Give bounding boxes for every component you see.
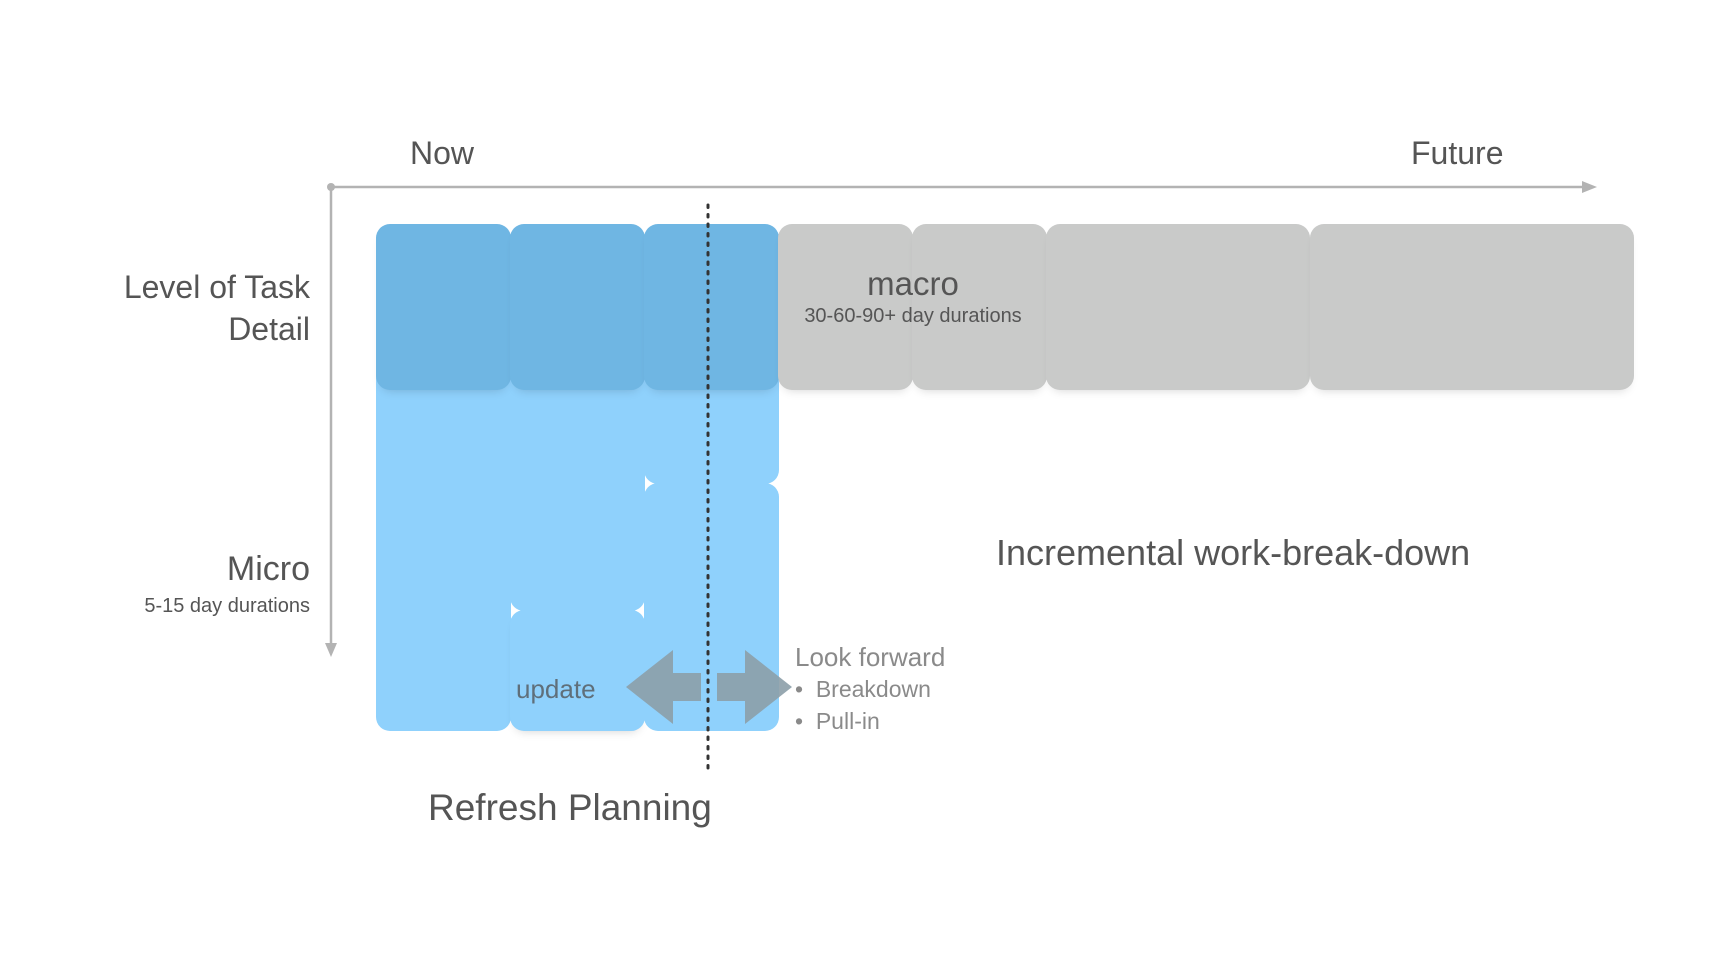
level-of-task-label-line1: Level of Task xyxy=(123,269,310,305)
micro-label: Micro xyxy=(226,550,310,588)
bullet-dot: • xyxy=(795,708,816,734)
macro-block-grey-3 xyxy=(1046,224,1310,390)
time-axis-arrowhead xyxy=(1582,181,1597,193)
macro-label: macro xyxy=(867,265,959,302)
bullet-dot: • xyxy=(795,676,816,702)
macro-block-blue-2 xyxy=(510,224,645,390)
arrow-right-icon xyxy=(717,650,792,724)
macro-block-blue-3 xyxy=(644,224,779,390)
look-forward-bullet-1: • Breakdown xyxy=(795,676,931,703)
macro-block-grey-4 xyxy=(1310,224,1634,390)
detail-axis-arrowhead xyxy=(325,643,337,657)
look-forward-bullet-2: • Pull-in xyxy=(795,708,880,735)
incremental-label: Incremental work-break-down xyxy=(996,532,1471,573)
bullet-text: Pull-in xyxy=(815,708,880,734)
now-label: Now xyxy=(410,135,475,171)
micro-column-2-update xyxy=(510,610,645,731)
macro-sublabel: 30-60-90+ day durations xyxy=(804,305,1022,327)
future-label: Future xyxy=(1411,135,1504,171)
level-of-task-label-line2: Detail xyxy=(228,311,310,347)
bullet-text: Breakdown xyxy=(815,676,931,702)
look-forward-title: Look forward xyxy=(795,642,946,672)
macro-block-blue-1 xyxy=(376,224,511,390)
arrow-left-icon xyxy=(626,650,701,724)
level-of-task-detail-label: Level of Task Detail xyxy=(124,266,310,350)
macro-block-grey-1 xyxy=(778,224,913,390)
macro-block-grey-2 xyxy=(912,224,1047,390)
refresh-planning-label: Refresh Planning xyxy=(428,787,712,828)
update-label: update xyxy=(516,674,596,704)
micro-sublabel: 5-15 day durations xyxy=(144,595,310,617)
